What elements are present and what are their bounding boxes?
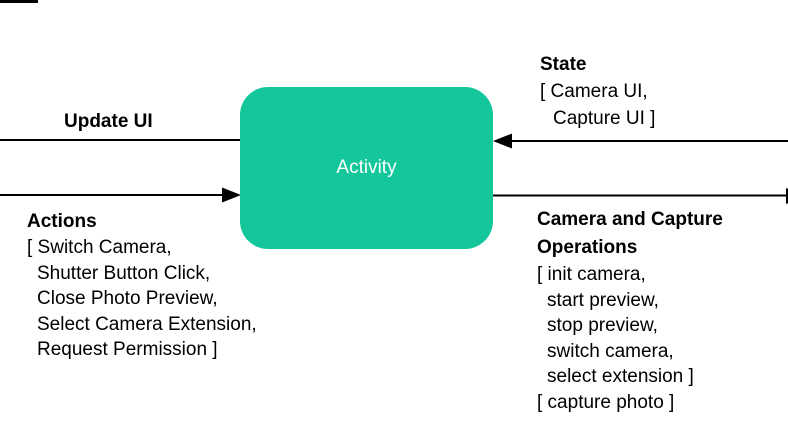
ops-list-item: [ capture photo ] xyxy=(537,391,675,413)
actions-list-item: [ Switch Camera, xyxy=(27,237,172,258)
state-block: State [ Camera UI, Capture UI ] xyxy=(540,51,655,132)
activity-label: Activity xyxy=(336,157,397,178)
update-ui-label: Update UI xyxy=(64,111,153,132)
actions-list-item: Close Photo Preview, xyxy=(37,288,218,309)
actions-list-item: Select Camera Extension, xyxy=(37,313,257,335)
actions-list-item: Request Permission ] xyxy=(37,339,218,360)
state-title: State xyxy=(540,54,587,75)
state-arrowhead xyxy=(493,133,512,149)
camera-capture-ops-block: Camera and Capture Operations [ init cam… xyxy=(537,206,781,415)
state-list-item: [ Camera UI, xyxy=(540,81,648,102)
actions-block: Actions [ Switch Camera, Shutter Button … xyxy=(27,208,257,363)
activity-node: Activity xyxy=(240,87,493,249)
camera-capture-ops-title: Camera and Capture Operations xyxy=(537,209,723,258)
ops-list-item: switch camera, xyxy=(547,340,674,362)
ops-list-item: select extension ] xyxy=(547,366,694,387)
actions-list-item: Shutter Button Click, xyxy=(37,262,211,284)
cropped-edge-line xyxy=(0,0,38,3)
state-list-item: Capture UI ] xyxy=(553,108,656,129)
actions-title: Actions xyxy=(27,211,97,232)
ops-list-item: start preview, xyxy=(547,289,659,311)
ops-list-item: [ init camera, xyxy=(537,264,646,285)
actions-arrowhead xyxy=(222,187,241,203)
ops-list-item: stop preview, xyxy=(547,315,658,336)
